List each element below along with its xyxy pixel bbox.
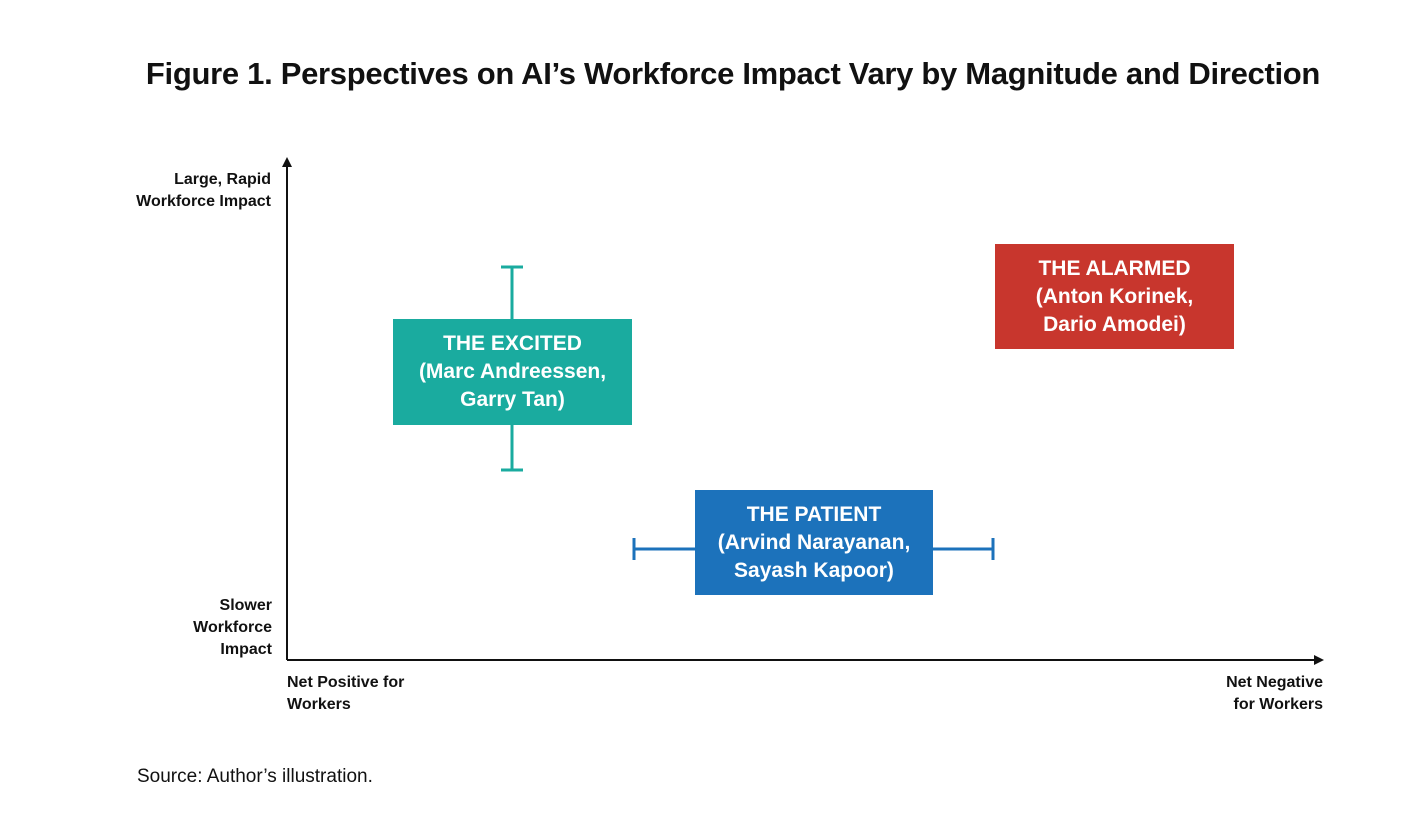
source-note: Source: Author’s illustration. <box>137 766 373 787</box>
x-axis-arrow-icon <box>1314 655 1324 665</box>
x-axis-right-label: Net Negative for Workers <box>1226 674 1323 713</box>
excited-range-whisker <box>501 265 523 472</box>
alarmed-group-box: THE ALARMED (Anton Korinek, Dario Amodei… <box>995 244 1234 349</box>
y-axis-top-label: Large, Rapid Workforce Impact <box>136 171 271 210</box>
excited-group-label: THE EXCITED (Marc Andreessen, Garry Tan) <box>418 332 607 411</box>
y-axis-bottom-label: Slower Workforce Impact <box>193 597 272 658</box>
patient-group-label: THE PATIENT (Arvind Narayanan, Sayash Ka… <box>717 502 911 582</box>
excited-group-box: THE EXCITED (Marc Andreessen, Garry Tan) <box>393 319 632 425</box>
patient-range-whisker <box>632 538 995 560</box>
figure-title: Figure 1. Perspectives on AI’s Workforce… <box>145 56 1321 91</box>
y-axis-arrow-icon <box>282 157 292 167</box>
x-axis-left-label: Net Positive for Workers <box>287 674 405 713</box>
patient-group-box: THE PATIENT (Arvind Narayanan, Sayash Ka… <box>695 490 933 595</box>
alarmed-group-label: THE ALARMED (Anton Korinek, Dario Amodei… <box>1035 256 1194 336</box>
